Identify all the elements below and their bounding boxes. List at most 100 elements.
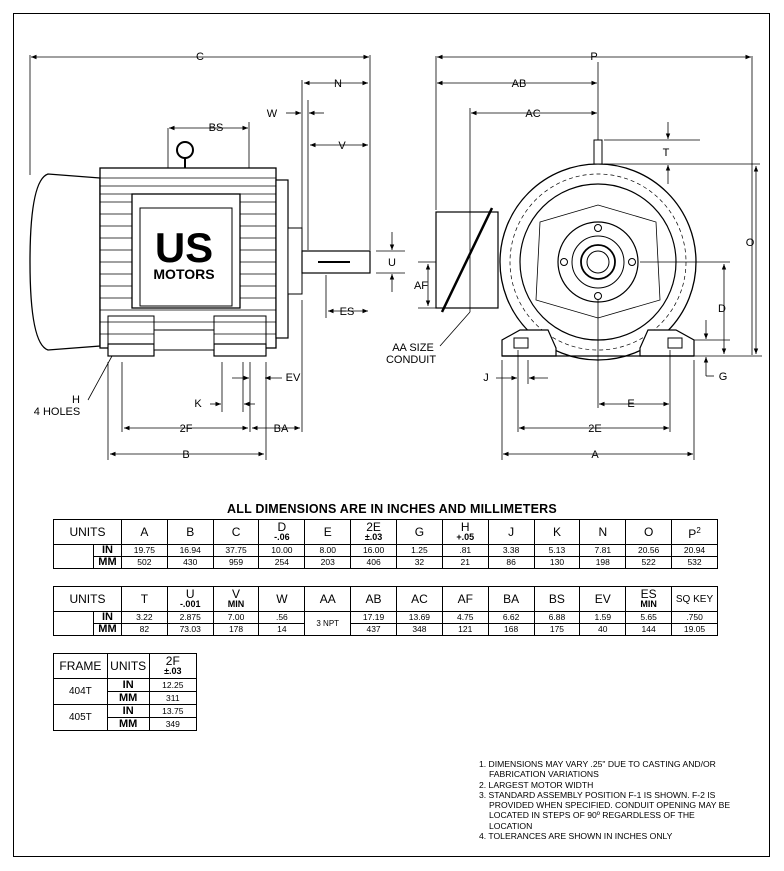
table-row: IN 3.22 2.875 7.00 .56 3 NPT 17.19 13.69… <box>53 611 718 636</box>
table-cell: 2.875 <box>166 611 214 624</box>
table-cell: 6.62 <box>487 611 535 624</box>
side-view-dimensions <box>29 54 405 460</box>
dim-label-a: A <box>591 449 599 461</box>
unit-label: MM <box>106 717 150 731</box>
table2-col-header: BS <box>533 586 581 612</box>
table2-col-header: W <box>258 586 306 612</box>
table-cell: 17.19 <box>350 611 397 624</box>
frame-label: 405T <box>53 704 108 731</box>
table-cell: 254 <box>258 556 306 569</box>
table-cell: 311 <box>148 691 198 705</box>
table1-col-header: K <box>533 519 581 545</box>
logo-text-us: US <box>155 224 213 271</box>
dim-label-es: ES <box>340 306 355 318</box>
dim-label-v: V <box>338 140 346 152</box>
dim-label-k: K <box>194 398 202 410</box>
table-cell: 21 <box>441 556 489 569</box>
note-item: 1. DIMENSIONS MAY VARY .25" DUE TO CASTI… <box>479 759 716 780</box>
table-cell: 1.25 <box>396 544 443 557</box>
unit-label: IN <box>92 611 122 624</box>
frame-table-header-row: FRAME UNITS 2F±.03 <box>53 653 198 679</box>
table-cell: 959 <box>212 556 260 569</box>
table2-units-header: UNITS <box>53 586 122 612</box>
table-cell: 532 <box>671 556 718 569</box>
dim-label-ba: BA <box>274 423 289 435</box>
dim-label-2e: 2E <box>588 423 601 435</box>
table-row: MM 82 73.03 178 14 437 348 121 168 175 4… <box>54 623 718 636</box>
dim-label-p: P <box>590 51 597 63</box>
table-cell: 175 <box>533 623 581 636</box>
table2-col-header: U-.001 <box>166 586 214 612</box>
table-cell: 32 <box>396 556 443 569</box>
table-cell: 3.22 <box>120 611 168 624</box>
end-view-dimensions <box>418 54 762 460</box>
tables-title: ALL DIMENSIONS ARE IN INCHES AND MILLIME… <box>227 502 557 516</box>
unit-label: IN <box>92 544 122 557</box>
table-cell: 37.75 <box>212 544 260 557</box>
table1-col-header: C <box>212 519 260 545</box>
dim-label-n: N <box>334 78 342 90</box>
dim-label-b: B <box>182 449 189 461</box>
table-cell: 349 <box>148 717 198 731</box>
table-cell: .56 <box>258 611 306 624</box>
frame-header: FRAME <box>53 653 108 679</box>
table2-col-header: AC <box>395 586 443 612</box>
table-cell: 4.75 <box>441 611 489 624</box>
table-cell: 86 <box>487 556 535 569</box>
frame-value-header: 2F±.03 <box>148 653 198 679</box>
dim-label-aa-size: AA SIZE <box>392 342 434 354</box>
table2-col-header: BA <box>487 586 535 612</box>
table-row: MM 502 430 959 254 203 406 32 21 86 130 … <box>54 556 718 569</box>
notes: 1. DIMENSIONS MAY VARY .25" DUE TO CASTI… <box>479 759 734 841</box>
table-cell: 12.25 <box>148 678 198 692</box>
dim-label-h-note: 4 HOLES <box>34 406 80 418</box>
table-cell: 19.75 <box>120 544 168 557</box>
table2-col-header: EV <box>579 586 627 612</box>
table-cell: .81 <box>441 544 489 557</box>
table-cell: 19.05 <box>671 623 718 636</box>
units-spacer <box>53 544 94 569</box>
table-cell: 82 <box>120 623 168 636</box>
table-cell: 144 <box>625 623 673 636</box>
logo-text-motors: MOTORS <box>153 266 214 282</box>
drawing-sheet <box>13 13 770 857</box>
table-cell: 13.75 <box>148 704 198 718</box>
table-cell: 198 <box>579 556 627 569</box>
dim-label-aa-conduit: CONDUIT <box>386 354 436 366</box>
table-cell: 203 <box>304 556 352 569</box>
unit-label: IN <box>106 704 150 718</box>
dim-label-ac: AC <box>525 108 540 120</box>
table-cell: 5.65 <box>625 611 673 624</box>
dim-label-h: H <box>72 394 80 406</box>
table2-col-header: AB <box>350 586 397 612</box>
dim-label-o: O <box>746 237 755 249</box>
table1-col-header: G <box>396 519 443 545</box>
table1-col-header: 2E±.03 <box>350 519 397 545</box>
table-cell: 6.88 <box>533 611 581 624</box>
table-cell: 178 <box>212 623 260 636</box>
table-cell: 14 <box>258 623 306 636</box>
table-cell: 430 <box>166 556 214 569</box>
table-cell: .750 <box>671 611 718 624</box>
table-cell: 502 <box>120 556 168 569</box>
table-row: IN 19.75 16.94 37.75 10.00 8.00 16.00 1.… <box>53 544 718 569</box>
table-cell: 7.00 <box>212 611 260 624</box>
table-cell: 5.13 <box>533 544 581 557</box>
dim-label-bs: BS <box>209 122 224 134</box>
unit-label: MM <box>106 691 150 705</box>
units-spacer <box>53 611 94 636</box>
dim-label-2f: 2F <box>180 423 193 435</box>
dim-label-e: E <box>627 398 634 410</box>
table-cell: 168 <box>487 623 535 636</box>
end-view <box>435 139 697 361</box>
dim-label-ev: EV <box>286 372 301 384</box>
note-item: 3. STANDARD ASSEMBLY POSITION F-1 IS SHO… <box>479 789 731 831</box>
table1-col-header: O <box>625 519 673 545</box>
frame-units-header: UNITS <box>106 653 150 679</box>
table-cell: 8.00 <box>304 544 352 557</box>
table-cell: 7.81 <box>579 544 627 557</box>
table-cell: 13.69 <box>395 611 443 624</box>
table-cell: 20.94 <box>671 544 718 557</box>
